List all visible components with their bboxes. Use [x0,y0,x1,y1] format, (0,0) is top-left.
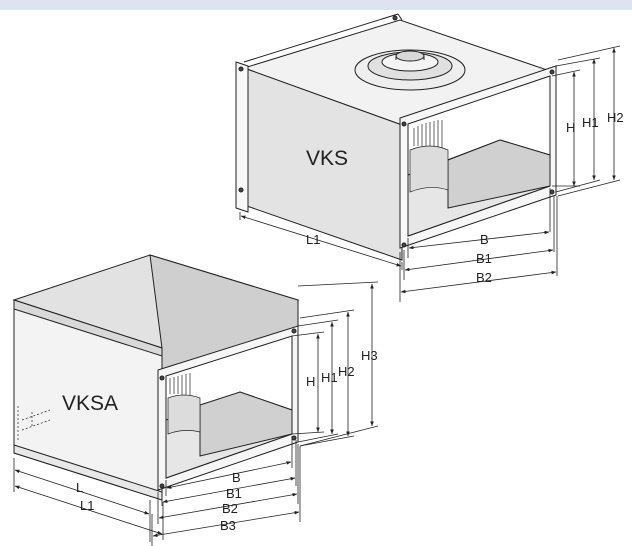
vks-dim-h2: H2 [607,110,624,125]
vksa-inner-wall [199,391,293,457]
vks-dim-b1: B1 [476,251,492,266]
vks-dim-h1: H1 [582,115,599,130]
vksa-dim-h: H [306,374,315,389]
vksa-dimension-lines [13,281,379,546]
vksa-dim-b: B [232,470,241,485]
vksa-dim-h2: H2 [338,364,355,379]
vks-dim-b2: B2 [476,270,492,285]
vksa-dim-l1: L1 [80,498,94,513]
vks-dim-h: H [566,120,575,135]
vks-bolts [238,15,555,248]
vksa-connection-detail-icon [17,406,51,440]
vks-left-flange [235,61,249,213]
vksa-dim-l: L [76,480,83,495]
vks-dim-b: B [480,232,489,247]
vks-inner-wall [447,139,551,209]
vks-model-label: VKS [306,147,348,170]
vksa-dim-h1: H1 [321,370,338,385]
top-bar [0,0,632,10]
vksa-model-label: VKSA [62,392,118,415]
vks-fan-blades-icon [409,120,449,193]
vksa-fan-blades-icon [167,373,201,435]
vksa-dim-b1: B1 [226,486,242,501]
vksa-dim-b3: B3 [220,518,236,533]
vksa-unit [12,254,300,501]
vks-dimension-lines [239,45,621,302]
vks-dim-l1: L1 [306,232,320,247]
vksa-dim-h3: H3 [361,348,378,363]
vks-unit [235,13,557,261]
vksa-dim-b2: B2 [222,501,238,516]
vks-motor-icon [354,49,466,91]
